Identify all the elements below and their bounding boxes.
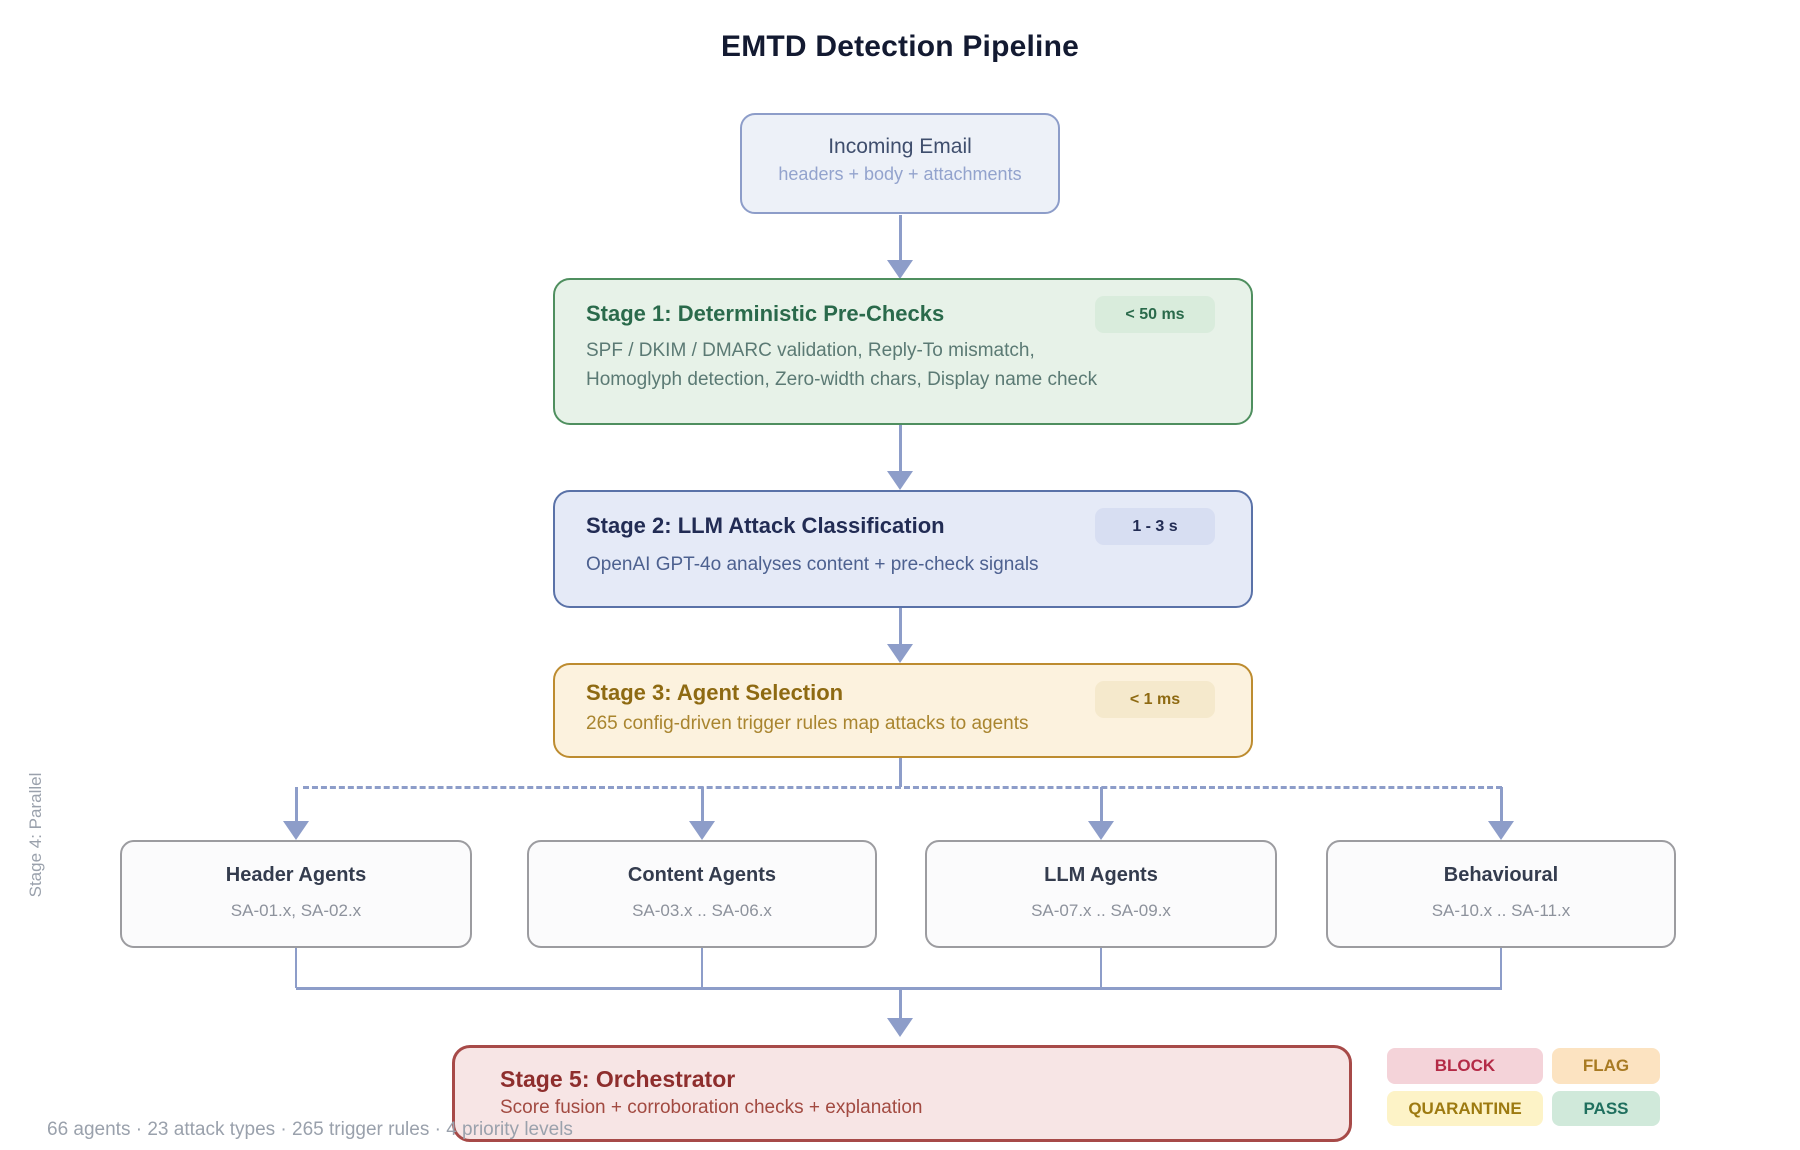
stage1-desc-line1: SPF / DKIM / DMARC validation, Reply-To … <box>586 340 1035 361</box>
stage2-desc: OpenAI GPT-4o analyses content + pre-che… <box>586 554 1039 575</box>
stage2-latency-badge: 1 - 3 s <box>1095 508 1215 545</box>
fanout-arrow-3-head <box>1088 821 1114 840</box>
stage5-node: Stage 5: Orchestrator Score fusion + cor… <box>452 1045 1352 1142</box>
agent-1-drop-line <box>295 948 297 988</box>
verdict-badge-flag: FLAG <box>1552 1048 1660 1084</box>
agent-group-content-agents: Content Agents SA-03.x .. SA-06.x <box>527 840 877 948</box>
stage5-desc: Score fusion + corroboration checks + ex… <box>500 1097 923 1118</box>
agent-2-drop-line <box>701 948 703 988</box>
incoming-email-subtitle: headers + body + attachments <box>778 164 1022 184</box>
fanout-arrow-4-stem <box>1499 787 1503 823</box>
verdict-badge-quarantine: QUARANTINE <box>1387 1091 1543 1126</box>
page-title: EMTD Detection Pipeline <box>721 30 1079 63</box>
fanout-arrow-2-stem <box>700 787 704 823</box>
arrow-stage1-to-stage2-head <box>887 471 913 490</box>
agent-group-llm-agents: LLM Agents SA-07.x .. SA-09.x <box>925 840 1277 948</box>
fanout-arrow-1-head <box>283 821 309 840</box>
stage5-title: Stage 5: Orchestrator <box>500 1066 736 1092</box>
fanout-arrow-4-head <box>1488 821 1514 840</box>
stage4-parallel-label: Stage 4: Parallel <box>26 772 45 898</box>
arrow-incoming-to-stage1-head <box>887 260 913 279</box>
stage1-node: Stage 1: Deterministic Pre-Checks SPF / … <box>553 278 1253 425</box>
agent-4-drop-line <box>1500 948 1502 988</box>
stage3-title: Stage 3: Agent Selection <box>586 680 844 705</box>
stage3-node: Stage 3: Agent Selection 265 config-driv… <box>553 663 1253 758</box>
stage1-title: Stage 1: Deterministic Pre-Checks <box>586 301 945 326</box>
arrow-to-stage5-stem <box>898 987 902 1020</box>
verdict-badge-block: BLOCK <box>1387 1048 1543 1084</box>
agent-group-range: SA-07.x .. SA-09.x <box>1031 901 1171 920</box>
arrow-incoming-to-stage1-stem <box>898 215 902 262</box>
agent-group-header-agents: Header Agents SA-01.x, SA-02.x <box>120 840 472 948</box>
stage3-latency-badge: < 1 ms <box>1095 681 1215 718</box>
arrow-stage2-to-stage3-stem <box>898 608 902 646</box>
stage1-desc-line2: Homoglyph detection, Zero-width chars, D… <box>586 369 1098 390</box>
fanout-arrow-3-stem <box>1099 787 1103 823</box>
agent-group-range: SA-01.x, SA-02.x <box>230 901 362 920</box>
agent-group-title: Behavioural <box>1443 864 1559 886</box>
stage2-title: Stage 2: LLM Attack Classification <box>586 513 945 538</box>
fanout-arrow-2-head <box>689 821 715 840</box>
agent-group-title: LLM Agents <box>1044 864 1158 886</box>
fanout-arrow-1-stem <box>294 787 298 823</box>
incoming-email-node: Incoming Email headers + body + attachme… <box>740 113 1060 214</box>
verdict-badge-pass: PASS <box>1552 1091 1660 1126</box>
agent-group-title: Header Agents <box>225 864 367 886</box>
agent-group-behavioural: Behavioural SA-10.x .. SA-11.x <box>1326 840 1676 948</box>
stage1-latency-badge: < 50 ms <box>1095 296 1215 333</box>
stage2-node: Stage 2: LLM Attack Classification OpenA… <box>553 490 1253 608</box>
arrow-to-stage5-head <box>887 1018 913 1037</box>
agent-group-range: SA-03.x .. SA-06.x <box>632 901 772 920</box>
agent-3-drop-line <box>1100 948 1102 988</box>
arrow-stage2-to-stage3-head <box>887 644 913 663</box>
agent-group-range: SA-10.x .. SA-11.x <box>1431 901 1571 920</box>
arrow-stage1-to-stage2-stem <box>898 425 902 473</box>
footer-stats: 66 agents · 23 attack types · 265 trigge… <box>47 1119 573 1140</box>
fanout-dashed-line <box>303 786 1502 789</box>
incoming-email-title: Incoming Email <box>828 135 972 158</box>
stage3-to-fanout-stem <box>898 758 902 787</box>
agent-group-title: Content Agents <box>627 864 777 886</box>
stage3-desc: 265 config-driven trigger rules map atta… <box>586 713 1029 734</box>
